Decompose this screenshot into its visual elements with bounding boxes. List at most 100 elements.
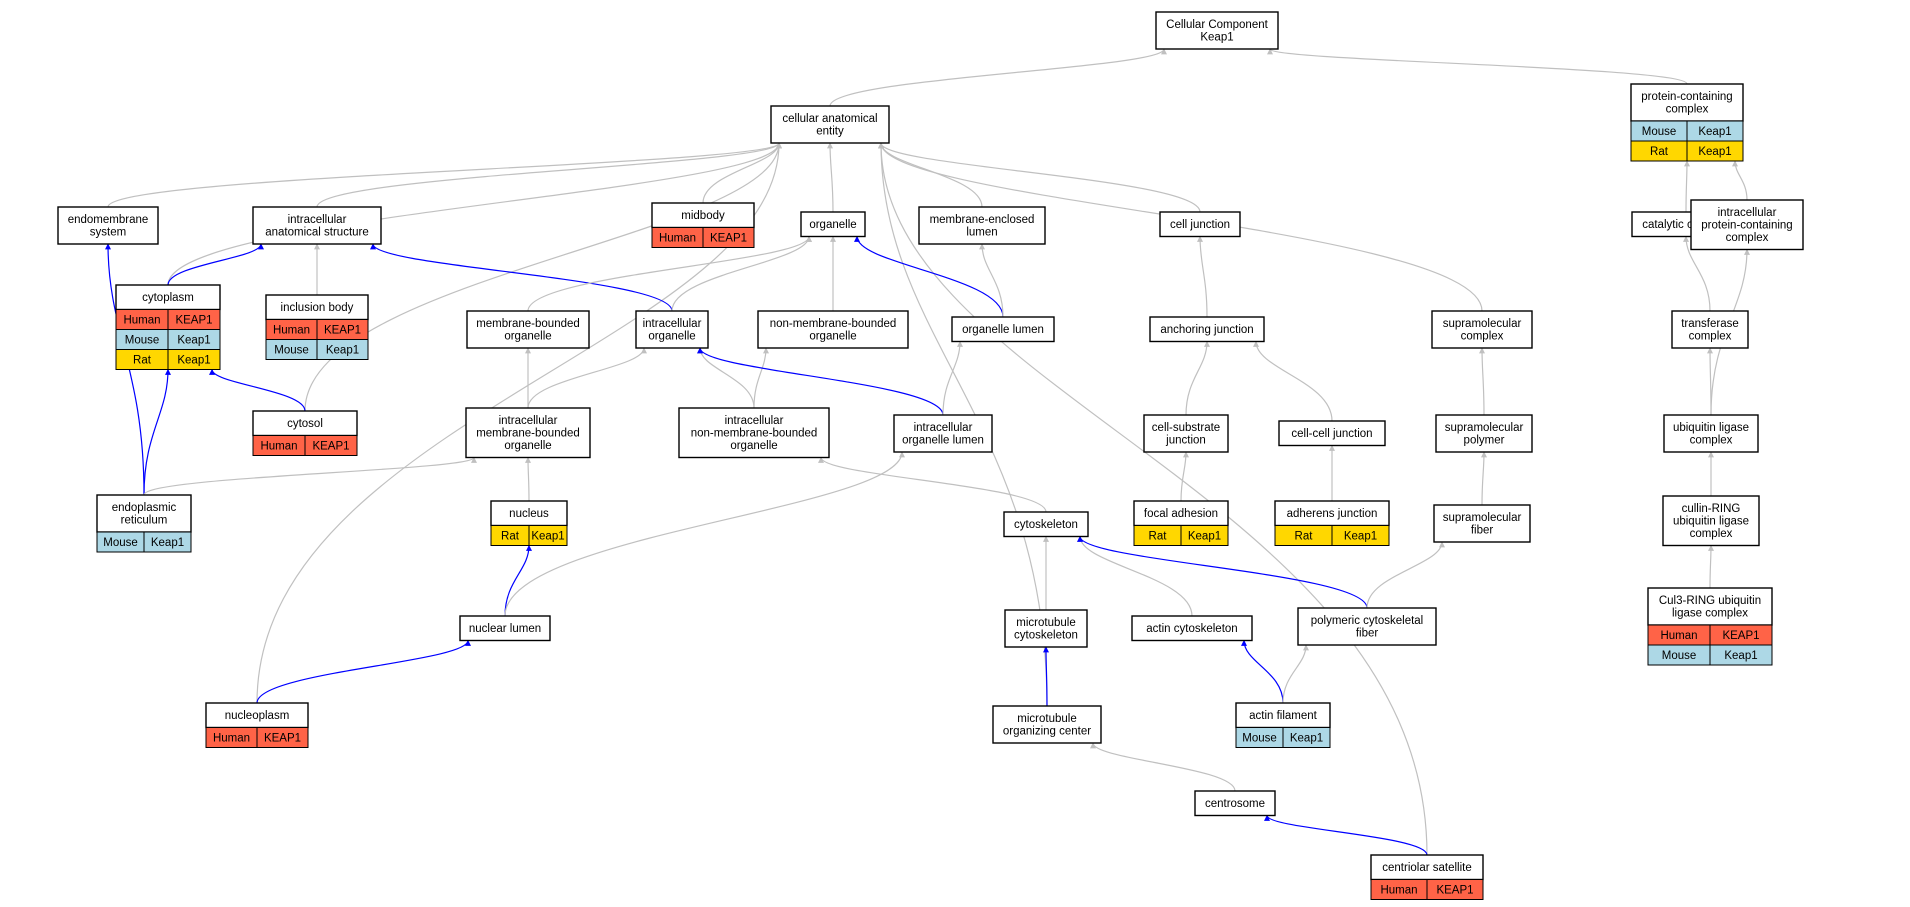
node-label: protein-containing [1641, 91, 1732, 103]
node-label: endomembrane [68, 214, 149, 226]
annotation-species: Mouse [1662, 650, 1697, 662]
edge-olumen-to-organelle [854, 235, 1004, 318]
node-ccj[interactable]: cell-cell junction [1278, 420, 1386, 447]
annotation-species: Mouse [103, 537, 138, 549]
annotation-gene: Keap1 [1698, 126, 1731, 138]
edge-nucleoplasm-to-nlumen [256, 639, 471, 704]
edge-celljunction-to-cae [878, 142, 1201, 213]
node-label: membrane-bounded [476, 428, 580, 440]
annotation-species: Rat [1295, 531, 1314, 543]
node-inmbo[interactable]: intracellularnon-membrane-boundedorganel… [678, 407, 830, 459]
node-cytoskeleton[interactable]: cytoskeleton [1003, 511, 1089, 538]
node-box [678, 407, 830, 459]
annotation-gene-cell [1282, 727, 1331, 748]
node-label: complex [1461, 331, 1504, 343]
node-label: system [90, 227, 126, 239]
annotation-gene: Keap1 [151, 537, 184, 549]
node-celljunction[interactable]: cell junction [1159, 211, 1241, 238]
node-box [252, 410, 358, 437]
annotation-gene-cell [1426, 879, 1484, 900]
node-box [1155, 11, 1279, 50]
edge-iol-to-olumen [942, 340, 963, 416]
edge-catalytic-to-pcc [1683, 160, 1690, 213]
node-label: microtubule [1016, 617, 1075, 629]
edge-actinfil-to-actincyto [1241, 639, 1284, 704]
edge-centrosome-to-mtoc [1090, 742, 1236, 792]
edge-mtoc-to-mtcyto [1043, 646, 1050, 707]
node-label: supramolecular [1443, 318, 1522, 330]
node-label: nucleoplasm [225, 710, 290, 722]
annotation-gene: Keap1 [1188, 531, 1221, 543]
node-box [1149, 316, 1265, 343]
node-label: transferase [1681, 318, 1739, 330]
node-label: intracellular [1718, 207, 1777, 219]
annotation-gene-cell [1331, 525, 1390, 546]
node-label: complex [1689, 331, 1732, 343]
edge-ccj-to-anchoring [1253, 340, 1333, 422]
node-label: non-membrane-bounded [691, 428, 818, 440]
edge-supramolfiber-to-supramolpolymer [1480, 451, 1487, 506]
node-box [951, 316, 1055, 343]
edge-focal-to-csj [1180, 451, 1189, 502]
node-box [757, 310, 909, 349]
edge-centriolar-to-cae [878, 142, 1428, 856]
node-label: organelle [504, 331, 551, 343]
annotation-species: Mouse [274, 345, 309, 357]
node-centrosome[interactable]: centrosome [1194, 790, 1276, 817]
node-label: polymeric cytoskeletal [1311, 615, 1423, 627]
node-label: non-membrane-bounded [770, 318, 897, 330]
edge-supramolpolymer-to-supramolcomplex [1479, 347, 1486, 416]
node-label: nucleus [509, 508, 549, 520]
node-box [1690, 199, 1804, 251]
node-actincyto[interactable]: actin cytoskeleton [1131, 615, 1253, 642]
node-olumen[interactable]: organelle lumen [951, 316, 1055, 343]
node-anchoring[interactable]: anchoring junction [1149, 316, 1265, 343]
edge-anchoring-to-celljunction [1197, 235, 1208, 318]
annotation-species: Rat [1650, 146, 1669, 158]
annotation-species: Human [1380, 885, 1417, 897]
annotation-gene-cell [702, 227, 755, 248]
node-label: membrane-bounded [476, 318, 580, 330]
node-organelle[interactable]: organelle [800, 211, 866, 238]
node-label: supramolecular [1443, 512, 1522, 524]
edge-pcf-to-cytoskeleton [1077, 535, 1368, 609]
node-nlumen[interactable]: nuclear lumen [459, 615, 551, 642]
node-label: cell-cell junction [1291, 428, 1372, 440]
node-label: organelle [809, 219, 856, 231]
